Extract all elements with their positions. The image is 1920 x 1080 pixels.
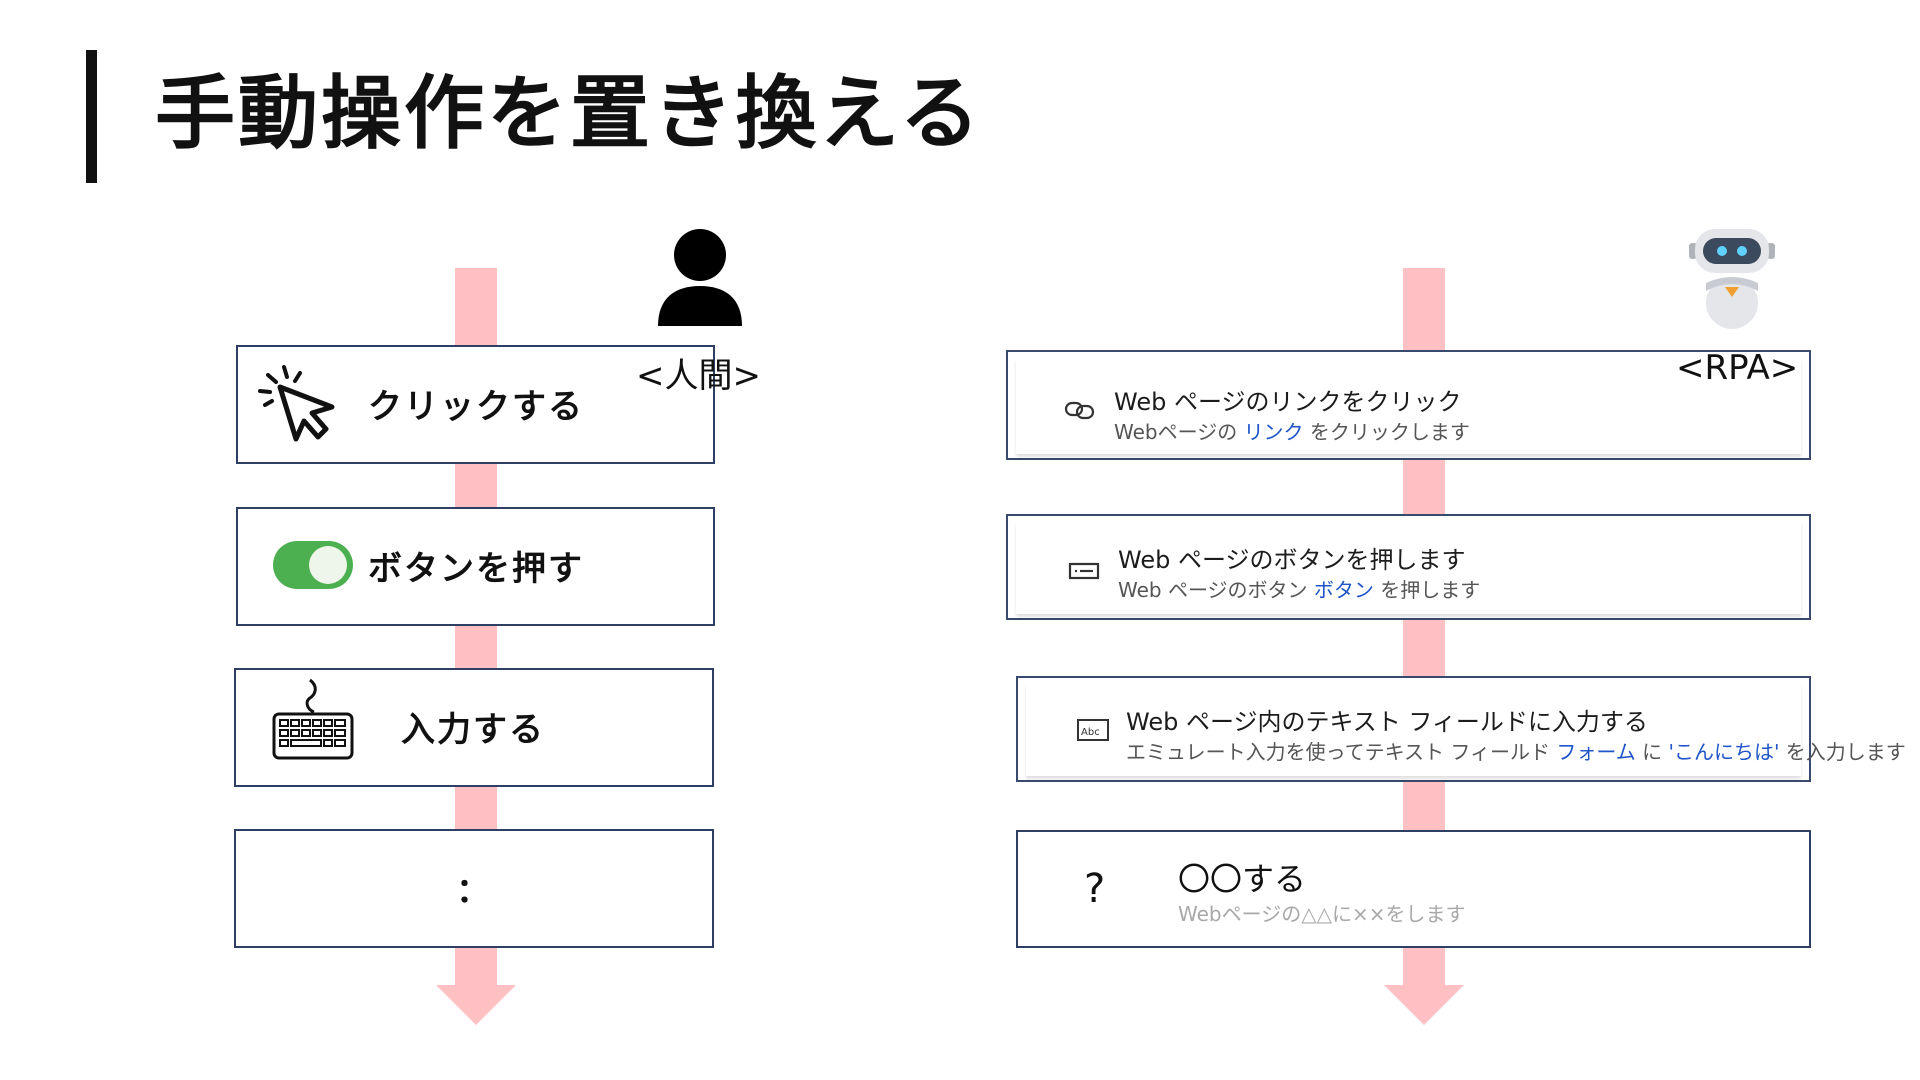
- person-icon: [658, 229, 742, 326]
- action-description: Webページの△△に××をします: [1178, 902, 1466, 926]
- keyboard-icon: [272, 678, 354, 760]
- action-description: エミュレート入力を使ってテキスト フィールド フォーム に 'こんにちは' を入…: [1126, 740, 1906, 764]
- human-step-label: ボタンを押す: [368, 549, 584, 589]
- rpa-action-press-button: Web ページのボタンを押します Web ページのボタン ボタン を押します: [1006, 514, 1811, 620]
- action-title: Web ページのボタンを押します: [1118, 546, 1466, 574]
- toggle-switch-icon: [273, 541, 353, 589]
- rpa-action-text-input: Abc Web ページ内のテキスト フィールドに入力する エミュレート入力を使っ…: [1016, 676, 1906, 782]
- title-accent-bar: [86, 50, 97, 183]
- param-text: 'こんにちは': [1668, 740, 1780, 764]
- svg-text:Abc: Abc: [1081, 727, 1100, 738]
- action-card: [1016, 522, 1801, 614]
- human-tag: <人間>: [636, 356, 761, 396]
- action-title: Web ページのリンクをクリック: [1114, 388, 1462, 416]
- action-card: [1016, 358, 1801, 454]
- param-form: フォーム: [1556, 740, 1636, 764]
- action-title: 〇〇する: [1178, 860, 1307, 898]
- action-description: Webページの リンク をクリックします: [1114, 420, 1470, 444]
- param-link: リンク: [1243, 420, 1304, 444]
- human-flow-arrowhead: [436, 985, 516, 1025]
- rpa-flow-arrowhead: [1384, 985, 1464, 1025]
- rpa-action-click-link: Web ページのリンクをクリック Webページの リンク をクリックします: [1006, 350, 1811, 460]
- slide-title: 手動操作を置き換える: [155, 67, 983, 160]
- action-title: Web ページ内のテキスト フィールドに入力する: [1126, 708, 1648, 736]
- button-icon: [1068, 562, 1100, 580]
- human-step-label: 入力する: [401, 710, 545, 750]
- param-button: ボタン: [1313, 578, 1374, 602]
- human-step-click: クリックする: [236, 345, 715, 464]
- action-description: Web ページのボタン ボタン を押します: [1118, 578, 1481, 602]
- human-step-label: クリックする: [368, 387, 584, 427]
- action-card: [1026, 684, 1801, 776]
- robot-icon: [1689, 229, 1775, 329]
- rpa-tag: <RPA>: [1676, 348, 1799, 388]
- human-step-button: ボタンを押す: [236, 507, 715, 626]
- link-icon: [1064, 401, 1095, 420]
- textfield-icon: Abc: [1077, 719, 1109, 741]
- human-step-more: ：: [234, 829, 714, 948]
- rpa-action-generic: ? 〇〇する Webページの△△に××をします: [1016, 830, 1811, 948]
- human-step-label: ：: [456, 871, 492, 911]
- human-step-input: 入力する: [234, 668, 714, 787]
- question-icon: ?: [1084, 866, 1106, 912]
- cursor-click-icon: [258, 365, 335, 442]
